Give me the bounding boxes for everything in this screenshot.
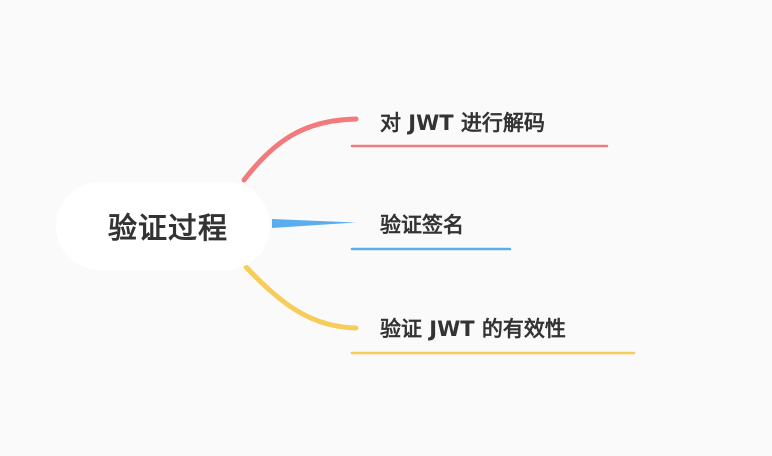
branch-label-signature[interactable]: 验证签名 [380, 213, 464, 237]
branch-connector-signature [272, 219, 356, 228]
branch-label-decode[interactable]: 对 JWT 进行解码 [380, 111, 545, 135]
root-node[interactable]: 验证过程 [56, 182, 270, 270]
root-label: 验证过程 [107, 211, 228, 245]
branch-connector-decode [241, 116, 359, 183]
branch-label-validity[interactable]: 验证 JWT 的有效性 [380, 317, 566, 341]
branch-connector-validity [243, 264, 359, 331]
